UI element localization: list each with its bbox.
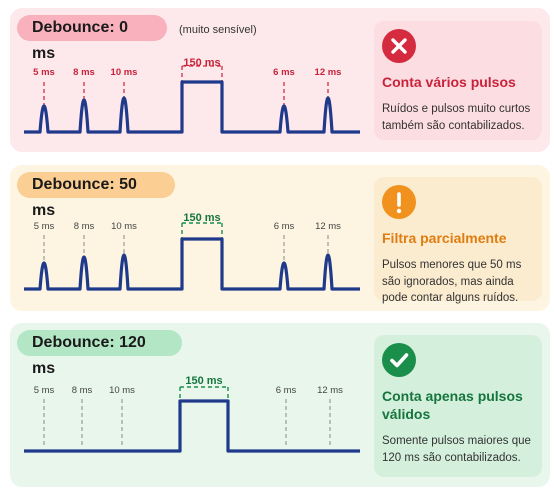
debounce-120-panel: Debounce: 120 ms 5 ms 8 ms 10 ms 150 ms … [10, 323, 550, 487]
signal-line [24, 237, 360, 291]
pulse-label: 6 ms [274, 221, 295, 232]
debounce-label: Debounce: 0 ms [17, 15, 167, 62]
pulse-label: 12 ms [315, 67, 342, 78]
pulse-label: 12 ms [315, 221, 341, 232]
exclamation-icon [382, 185, 416, 219]
result-card: Conta vários pulsos Ruídos e pulsos muit… [374, 21, 542, 140]
debounce-label: Debounce: 120 ms [17, 330, 182, 377]
result-card: Conta apenas pulsos válidos Somente puls… [374, 335, 542, 477]
result-description: Somente pulsos maiores que 120 ms são co… [382, 435, 531, 464]
pulse-label: 150 ms [183, 212, 220, 224]
signal-waveform: 5 ms 8 ms 10 ms 150 ms 6 ms 12 ms [24, 57, 360, 134]
pulse-label: 10 ms [111, 67, 138, 78]
pulse-label: 12 ms [317, 385, 343, 396]
pulse-label: 150 ms [183, 57, 220, 69]
pulse-markers [43, 222, 329, 263]
signal-waveform: 5 ms 8 ms 10 ms 150 ms 6 ms 12 ms [24, 212, 360, 291]
pulse-markers [43, 65, 329, 106]
check-icon [382, 343, 416, 377]
result-description: Ruídos e pulsos muito curtos também são … [382, 103, 531, 132]
pulse-markers [43, 386, 331, 447]
pulse-label: 8 ms [72, 385, 93, 396]
pulse-label: 5 ms [34, 385, 55, 396]
x-icon [382, 29, 416, 63]
debounce-0-panel: Debounce: 0 ms (muito sensível) 5 ms 8 m… [10, 8, 550, 152]
pulse-label: 10 ms [111, 221, 137, 232]
pulse-label: 5 ms [33, 67, 55, 78]
pulse-label: 6 ms [273, 67, 295, 78]
pulse-label: 6 ms [276, 385, 297, 396]
pulse-label: 10 ms [109, 385, 135, 396]
result-title: Conta apenas pulsos válidos [382, 388, 523, 422]
pulse-label: 5 ms [34, 221, 55, 232]
sensitivity-note: (muito sensível) [179, 24, 257, 36]
pulse-label: 8 ms [74, 221, 95, 232]
debounce-label: Debounce: 50 ms [17, 172, 175, 219]
pulse-label: 8 ms [73, 67, 95, 78]
result-title: Filtra parcialmente [382, 230, 507, 246]
signal-waveform: 5 ms 8 ms 10 ms 150 ms 6 ms 12 ms [24, 375, 360, 453]
debounce-50-panel: Debounce: 50 ms 5 ms 8 ms 10 ms 150 ms 6… [10, 165, 550, 311]
signal-line [24, 399, 360, 453]
result-title: Conta vários pulsos [382, 74, 516, 90]
pulse-label: 150 ms [185, 375, 222, 387]
result-card: Filtra parcialmente Pulsos menores que 5… [374, 177, 542, 304]
signal-line [24, 80, 360, 134]
result-description: Pulsos menores que 50 ms são ignorados, … [382, 259, 522, 304]
